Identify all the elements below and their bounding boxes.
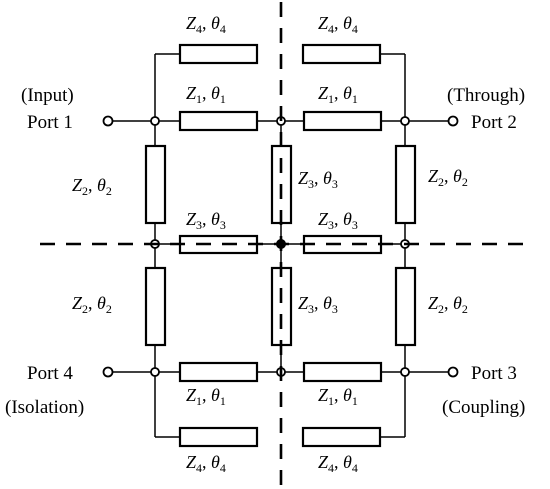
port4-role: (Isolation) [5,397,84,418]
port-terminals [102,115,459,378]
label-z1-bottom-right: Z1, θ1 [318,385,358,408]
port1-role: (Input) [21,85,74,106]
label-z3-middle-left: Z3, θ3 [186,209,226,232]
label-z3-lower-center: Z3, θ3 [298,293,338,316]
label-z1-top-left: Z1, θ1 [186,83,226,106]
port2-name: Port 2 [471,112,517,133]
node-top-right [400,116,410,126]
tline-z2-lower-right [394,266,417,347]
tline-z3-middle-right [302,234,383,255]
node-bottom-right [400,367,410,377]
tline-z2-upper-right [394,144,417,225]
tline-z2-lower-left [144,266,167,347]
tline-z4-top-right [301,43,382,65]
label-z4-bottom-right: Z4, θ4 [318,452,358,475]
terminal-port2 [447,115,459,127]
label-z4-bottom-left: Z4, θ4 [186,452,226,475]
terminal-port1 [102,115,114,127]
label-z2-upper-right: Z2, θ2 [428,166,468,189]
label-z4-top-left: Z4, θ4 [186,13,226,36]
port2-role: (Through) [447,85,525,106]
label-z2-lower-right: Z2, θ2 [428,293,468,316]
node-bottom-left [150,367,160,377]
label-z4-top-right: Z4, θ4 [318,13,358,36]
impedance-labels: Z4, θ4 Z4, θ4 Z1, θ1 Z1, θ1 Z2, θ2 Z2, θ… [72,13,468,475]
tline-z1-top-left [178,110,259,132]
label-z3-upper-center: Z3, θ3 [298,168,338,191]
tline-z3-middle-left [178,234,259,255]
tline-z4-bottom-right [301,426,382,448]
tline-z1-bottom-left [178,361,259,383]
port3-role: (Coupling) [442,397,525,418]
tline-z1-top-right [302,110,383,132]
port1-name: Port 1 [27,112,73,133]
label-z2-lower-left: Z2, θ2 [72,293,112,316]
tline-z3-lower-center [270,266,293,347]
tline-z2-upper-left [144,144,167,225]
port3-name: Port 3 [471,363,517,384]
port4-name: Port 4 [27,363,73,384]
terminal-port4 [102,366,114,378]
symmetry-planes [40,2,530,488]
label-z1-top-right: Z1, θ1 [318,83,358,106]
port-labels: (Input) Port 1 (Through) Port 2 Port 4 (… [5,85,525,418]
label-z2-upper-left: Z2, θ2 [72,175,112,198]
node-top-left [150,116,160,126]
tline-z4-top-left [178,43,259,65]
label-z1-bottom-left: Z1, θ1 [186,385,226,408]
tline-z1-bottom-right [302,361,383,383]
terminal-port3 [447,366,459,378]
label-z3-middle-right: Z3, θ3 [318,209,358,232]
tline-z4-bottom-left [178,426,259,448]
